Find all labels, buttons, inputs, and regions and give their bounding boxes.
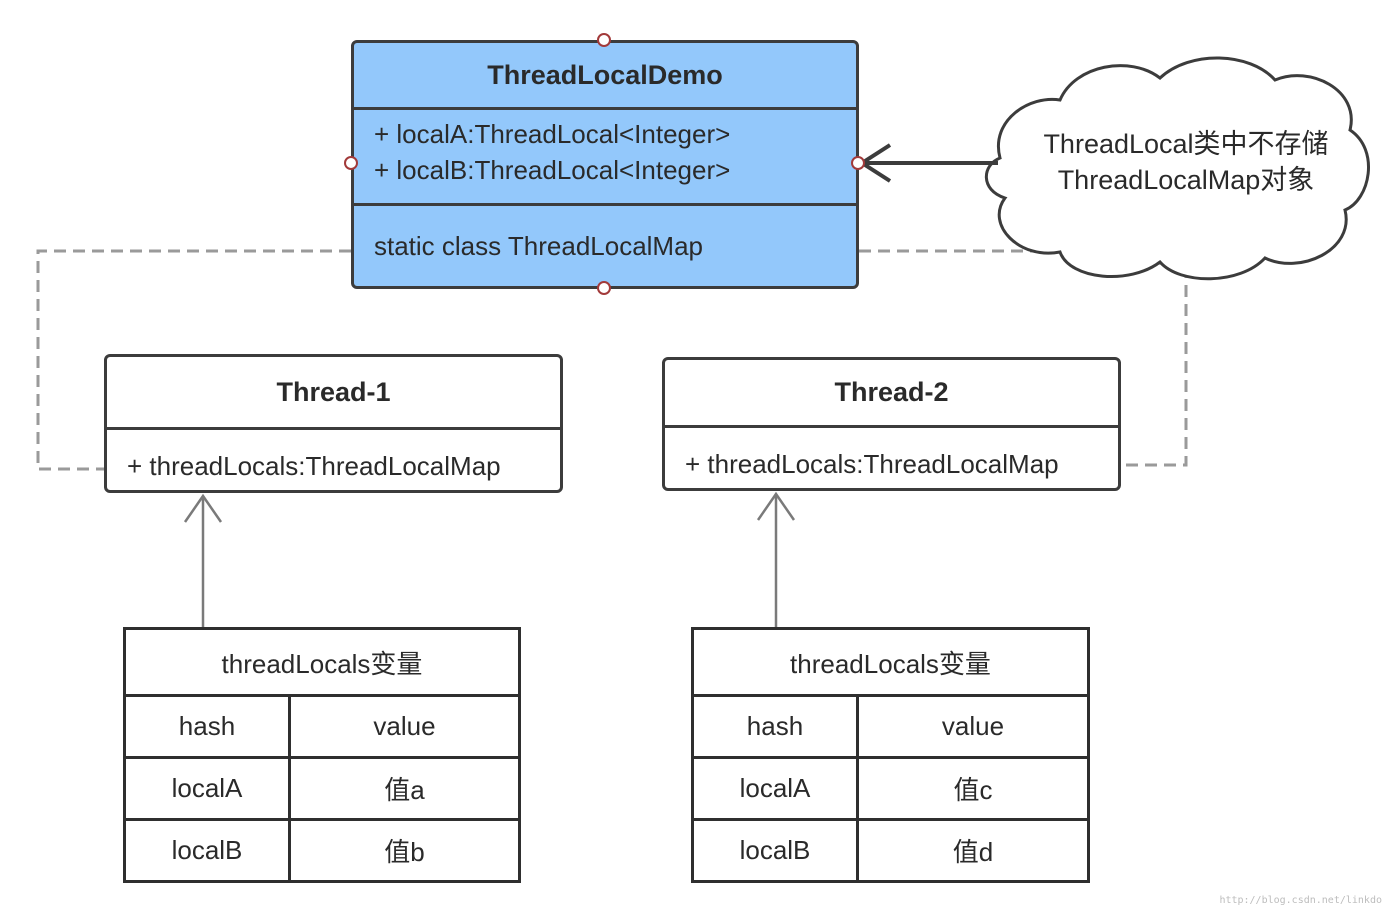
header-value: value — [856, 694, 1090, 759]
class-operations: static class ThreadLocalMap — [354, 203, 856, 286]
watermark: http://blog.csdn.net/linkdo — [1219, 895, 1382, 906]
handle-left[interactable] — [344, 156, 358, 170]
table-row: localA 值c — [691, 756, 1090, 821]
table-row: localA 值a — [123, 756, 521, 821]
thread-name: Thread-1 — [276, 377, 391, 407]
cell-hash: localA — [691, 756, 859, 821]
table-header-row: hash value — [691, 694, 1090, 759]
table-row: localB 值b — [123, 818, 521, 883]
note-cloud-shape — [984, 56, 1370, 281]
cell-hash: localB — [123, 818, 291, 883]
handle-bottom[interactable] — [597, 281, 611, 295]
dashed-link-demo-thread1 — [36, 249, 351, 471]
thread-1-class-box[interactable]: Thread-1 + threadLocals:ThreadLocalMap — [104, 354, 563, 493]
note-text: ThreadLocal类中不存储 ThreadLocalMap对象 — [1006, 126, 1366, 198]
cell-value: 值c — [856, 756, 1090, 821]
threadlocals-table-1[interactable]: threadLocals变量 hash value localA 值a loca… — [123, 627, 521, 883]
cell-hash: localB — [691, 818, 859, 883]
cell-hash: localA — [123, 756, 291, 821]
table-title: threadLocals变量 — [691, 627, 1090, 697]
handle-right[interactable] — [851, 156, 865, 170]
dashed-link-demo-thread2 — [859, 249, 1188, 467]
threadlocals-table-2[interactable]: threadLocals变量 hash value localA 值c loca… — [691, 627, 1090, 883]
note-line-1: ThreadLocal类中不存储 — [1043, 129, 1329, 159]
header-value: value — [288, 694, 521, 759]
cell-value: 值d — [856, 818, 1090, 883]
header-hash: hash — [691, 694, 859, 759]
cell-value: 值a — [288, 756, 521, 821]
thread-name: Thread-2 — [834, 377, 949, 407]
class-attributes: + localA:ThreadLocal<Integer> + localB:T… — [354, 107, 856, 203]
attribute-localb: + localB:ThreadLocal<Integer> — [374, 155, 731, 185]
thread-attribute: + threadLocals:ThreadLocalMap — [107, 427, 560, 493]
thread-attribute: + threadLocals:ThreadLocalMap — [665, 425, 1118, 491]
table-row: localB 值d — [691, 818, 1090, 883]
note-line-2: ThreadLocalMap对象 — [1057, 165, 1315, 195]
attribute-locala: + localA:ThreadLocal<Integer> — [374, 119, 731, 149]
table-title: threadLocals变量 — [123, 627, 521, 697]
thread-2-class-box[interactable]: Thread-2 + threadLocals:ThreadLocalMap — [662, 357, 1121, 491]
table1-arrow-head — [183, 493, 223, 523]
cell-value: 值b — [288, 818, 521, 883]
header-hash: hash — [123, 694, 291, 759]
operation-threadlocalmap: static class ThreadLocalMap — [374, 231, 704, 261]
class-name: ThreadLocalDemo — [487, 60, 723, 90]
table2-arrow-head — [756, 491, 796, 521]
handle-top[interactable] — [597, 33, 611, 47]
table-header-row: hash value — [123, 694, 521, 759]
